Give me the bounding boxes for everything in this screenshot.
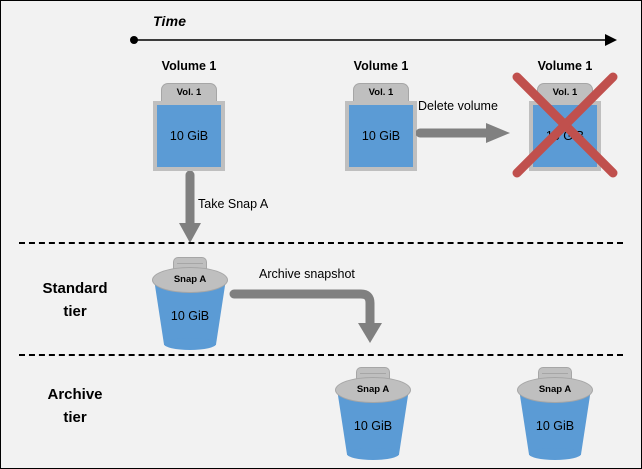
delete-volume-label: Delete volume bbox=[418, 99, 498, 113]
volume-tab-1: Vol. 1 bbox=[161, 83, 217, 101]
snapshot-lid-label-archive-2: Snap A bbox=[538, 384, 572, 396]
standard-tier-label-line2: tier bbox=[63, 303, 87, 321]
snapshot-bucket-bottom-standard bbox=[164, 338, 216, 350]
delete-cross-icon bbox=[512, 72, 618, 178]
volume-tab-label-3: Vol. 1 bbox=[552, 86, 578, 98]
snapshot-lid-archive-1: Snap A bbox=[335, 377, 411, 403]
snapshot-icon-standard: Snap A 10 GiB bbox=[151, 257, 229, 353]
volume-size-1: 10 GiB bbox=[169, 129, 209, 143]
archive-tier-label: Archive tier bbox=[15, 383, 135, 430]
standard-tier-label: Standard tier bbox=[15, 277, 135, 324]
snapshot-lid-label-archive-1: Snap A bbox=[356, 384, 390, 396]
volume-title-3: Volume 1 bbox=[537, 59, 593, 73]
snapshot-lid-label-standard: Snap A bbox=[173, 274, 207, 286]
snapshot-lid-standard: Snap A bbox=[152, 267, 228, 293]
snapshot-bucket-bottom-archive-1 bbox=[347, 448, 399, 460]
divider-standard-tier bbox=[19, 242, 623, 244]
snapshot-icon-archive-2: Snap A 10 GiB bbox=[516, 367, 594, 463]
archive-snapshot-label: Archive snapshot bbox=[259, 267, 355, 281]
volume-title-2: Volume 1 bbox=[353, 59, 409, 73]
snapshot-size-archive-1: 10 GiB bbox=[353, 419, 393, 433]
delete-volume-arrow-icon bbox=[416, 123, 510, 143]
archive-snapshot-arrow-icon bbox=[229, 289, 382, 343]
volume-icon-1: Volume 1 Vol. 1 10 GiB bbox=[153, 59, 225, 171]
snapshot-lid-archive-2: Snap A bbox=[517, 377, 593, 403]
volume-body-1: 10 GiB bbox=[153, 101, 225, 171]
divider-archive-tier bbox=[19, 354, 623, 356]
archive-tier-label-line2: tier bbox=[63, 409, 87, 427]
standard-tier-label-line1: Standard bbox=[42, 280, 108, 297]
snapshot-bucket-bottom-archive-2 bbox=[529, 448, 581, 460]
volume-icon-2: Volume 1 Vol. 1 10 GiB bbox=[345, 59, 417, 171]
timeline-axis-icon bbox=[130, 34, 617, 46]
volume-tab-2: Vol. 1 bbox=[353, 83, 409, 101]
snapshot-size-archive-2: 10 GiB bbox=[535, 419, 575, 433]
volume-title-1: Volume 1 bbox=[161, 59, 217, 73]
take-snapshot-label: Take Snap A bbox=[198, 197, 269, 211]
snapshot-size-standard: 10 GiB bbox=[170, 309, 210, 323]
timeline-label: Time bbox=[153, 13, 187, 29]
volume-body-2: 10 GiB bbox=[345, 101, 417, 171]
archive-tier-label-line1: Archive bbox=[47, 386, 103, 403]
volume-tab-label-1: Vol. 1 bbox=[176, 86, 202, 98]
volume-size-2: 10 GiB bbox=[361, 129, 401, 143]
volume-tab-label-2: Vol. 1 bbox=[368, 86, 394, 98]
snapshot-icon-archive-1: Snap A 10 GiB bbox=[334, 367, 412, 463]
take-snapshot-arrow-icon bbox=[179, 171, 201, 243]
